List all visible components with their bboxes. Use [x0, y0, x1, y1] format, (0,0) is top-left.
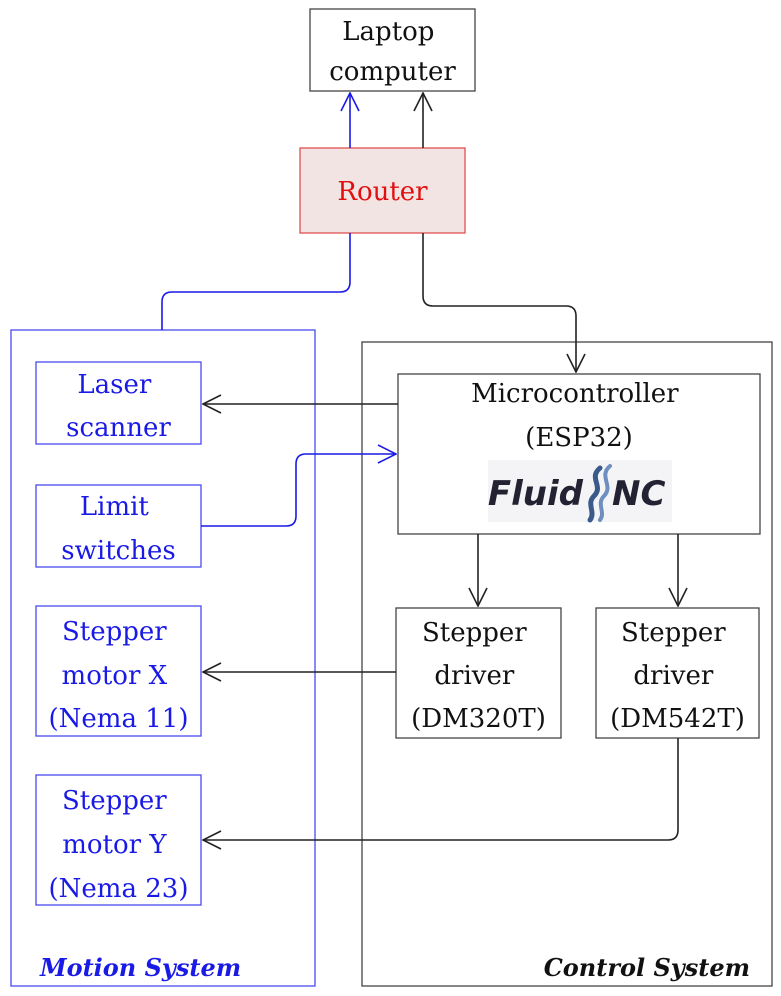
fluidnc-wave-icon — [587, 464, 612, 523]
stepper-driver-dm320t-label: Stepper driver (DM320T) — [411, 618, 546, 734]
stepper-driver-dm320t-box — [395, 607, 562, 739]
router-to-microcontroller-link — [422, 233, 576, 372]
fluidnc-logo-left-text: Fluid — [488, 474, 584, 514]
router-label: Router — [337, 177, 428, 207]
laptop-computer-label: Laptop computer — [329, 17, 456, 87]
router-box — [299, 147, 466, 234]
laptop-computer-box — [309, 8, 476, 92]
fluidnc-logo-right-text: NC — [612, 474, 665, 514]
stepper-driver-dm542t-box — [595, 607, 760, 739]
fluidnc-logo-backdrop — [488, 460, 672, 522]
laser-scanner-box — [35, 361, 202, 445]
motion-system-group — [10, 329, 316, 987]
fluidnc-logo: Fluid NC — [488, 460, 672, 523]
stepper-motor-y-label: Stepper motor Y (Nema 23) — [49, 786, 189, 904]
dm542t-to-motor-y-link — [203, 738, 679, 840]
control-system-group — [361, 341, 773, 987]
router-to-motion-system-link — [161, 233, 351, 330]
limit-switches-to-microcontroller-link — [201, 454, 396, 527]
limit-switches-label: Limit switches — [61, 492, 175, 566]
stepper-motor-y-box — [35, 774, 202, 906]
laser-scanner-label: Laser scanner — [66, 370, 171, 443]
control-system-title: Control System — [544, 953, 750, 982]
stepper-driver-dm542t-label: Stepper driver (DM542T) — [610, 618, 745, 734]
stepper-motor-x-box — [35, 605, 202, 737]
stepper-motor-x-label: Stepper motor X (Nema 11) — [49, 617, 189, 734]
limit-switches-box — [35, 484, 202, 568]
motion-system-title: Motion System — [39, 953, 241, 982]
microcontroller-label: Microcontroller (ESP32) — [471, 379, 687, 453]
